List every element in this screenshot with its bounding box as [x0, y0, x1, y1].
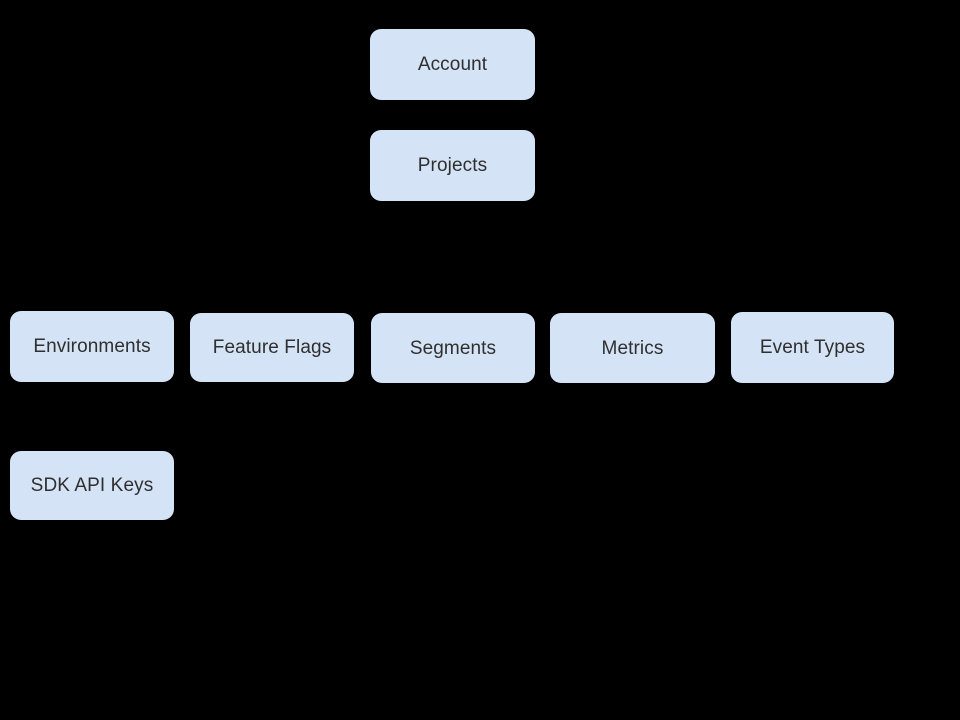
node-environments[interactable]: Environments: [10, 311, 174, 382]
node-label-event-types: Event Types: [759, 337, 866, 358]
node-feature-flags[interactable]: Feature Flags: [190, 313, 354, 382]
node-event-types[interactable]: Event Types: [731, 312, 894, 383]
node-label-segments: Segments: [409, 337, 497, 359]
node-label-account: Account: [417, 54, 488, 75]
node-metrics[interactable]: Metrics: [550, 313, 715, 383]
node-label-feature-flags: Feature Flags: [212, 337, 332, 358]
node-label-metrics: Metrics: [601, 337, 664, 359]
node-sdk-api-keys[interactable]: SDK API Keys: [10, 451, 174, 520]
node-projects[interactable]: Projects: [370, 130, 535, 201]
node-segments[interactable]: Segments: [371, 313, 535, 383]
node-account[interactable]: Account: [370, 29, 535, 100]
node-label-environments: Environments: [33, 336, 151, 357]
node-label-sdk-api-keys: SDK API Keys: [30, 475, 154, 496]
node-label-projects: Projects: [417, 155, 488, 176]
